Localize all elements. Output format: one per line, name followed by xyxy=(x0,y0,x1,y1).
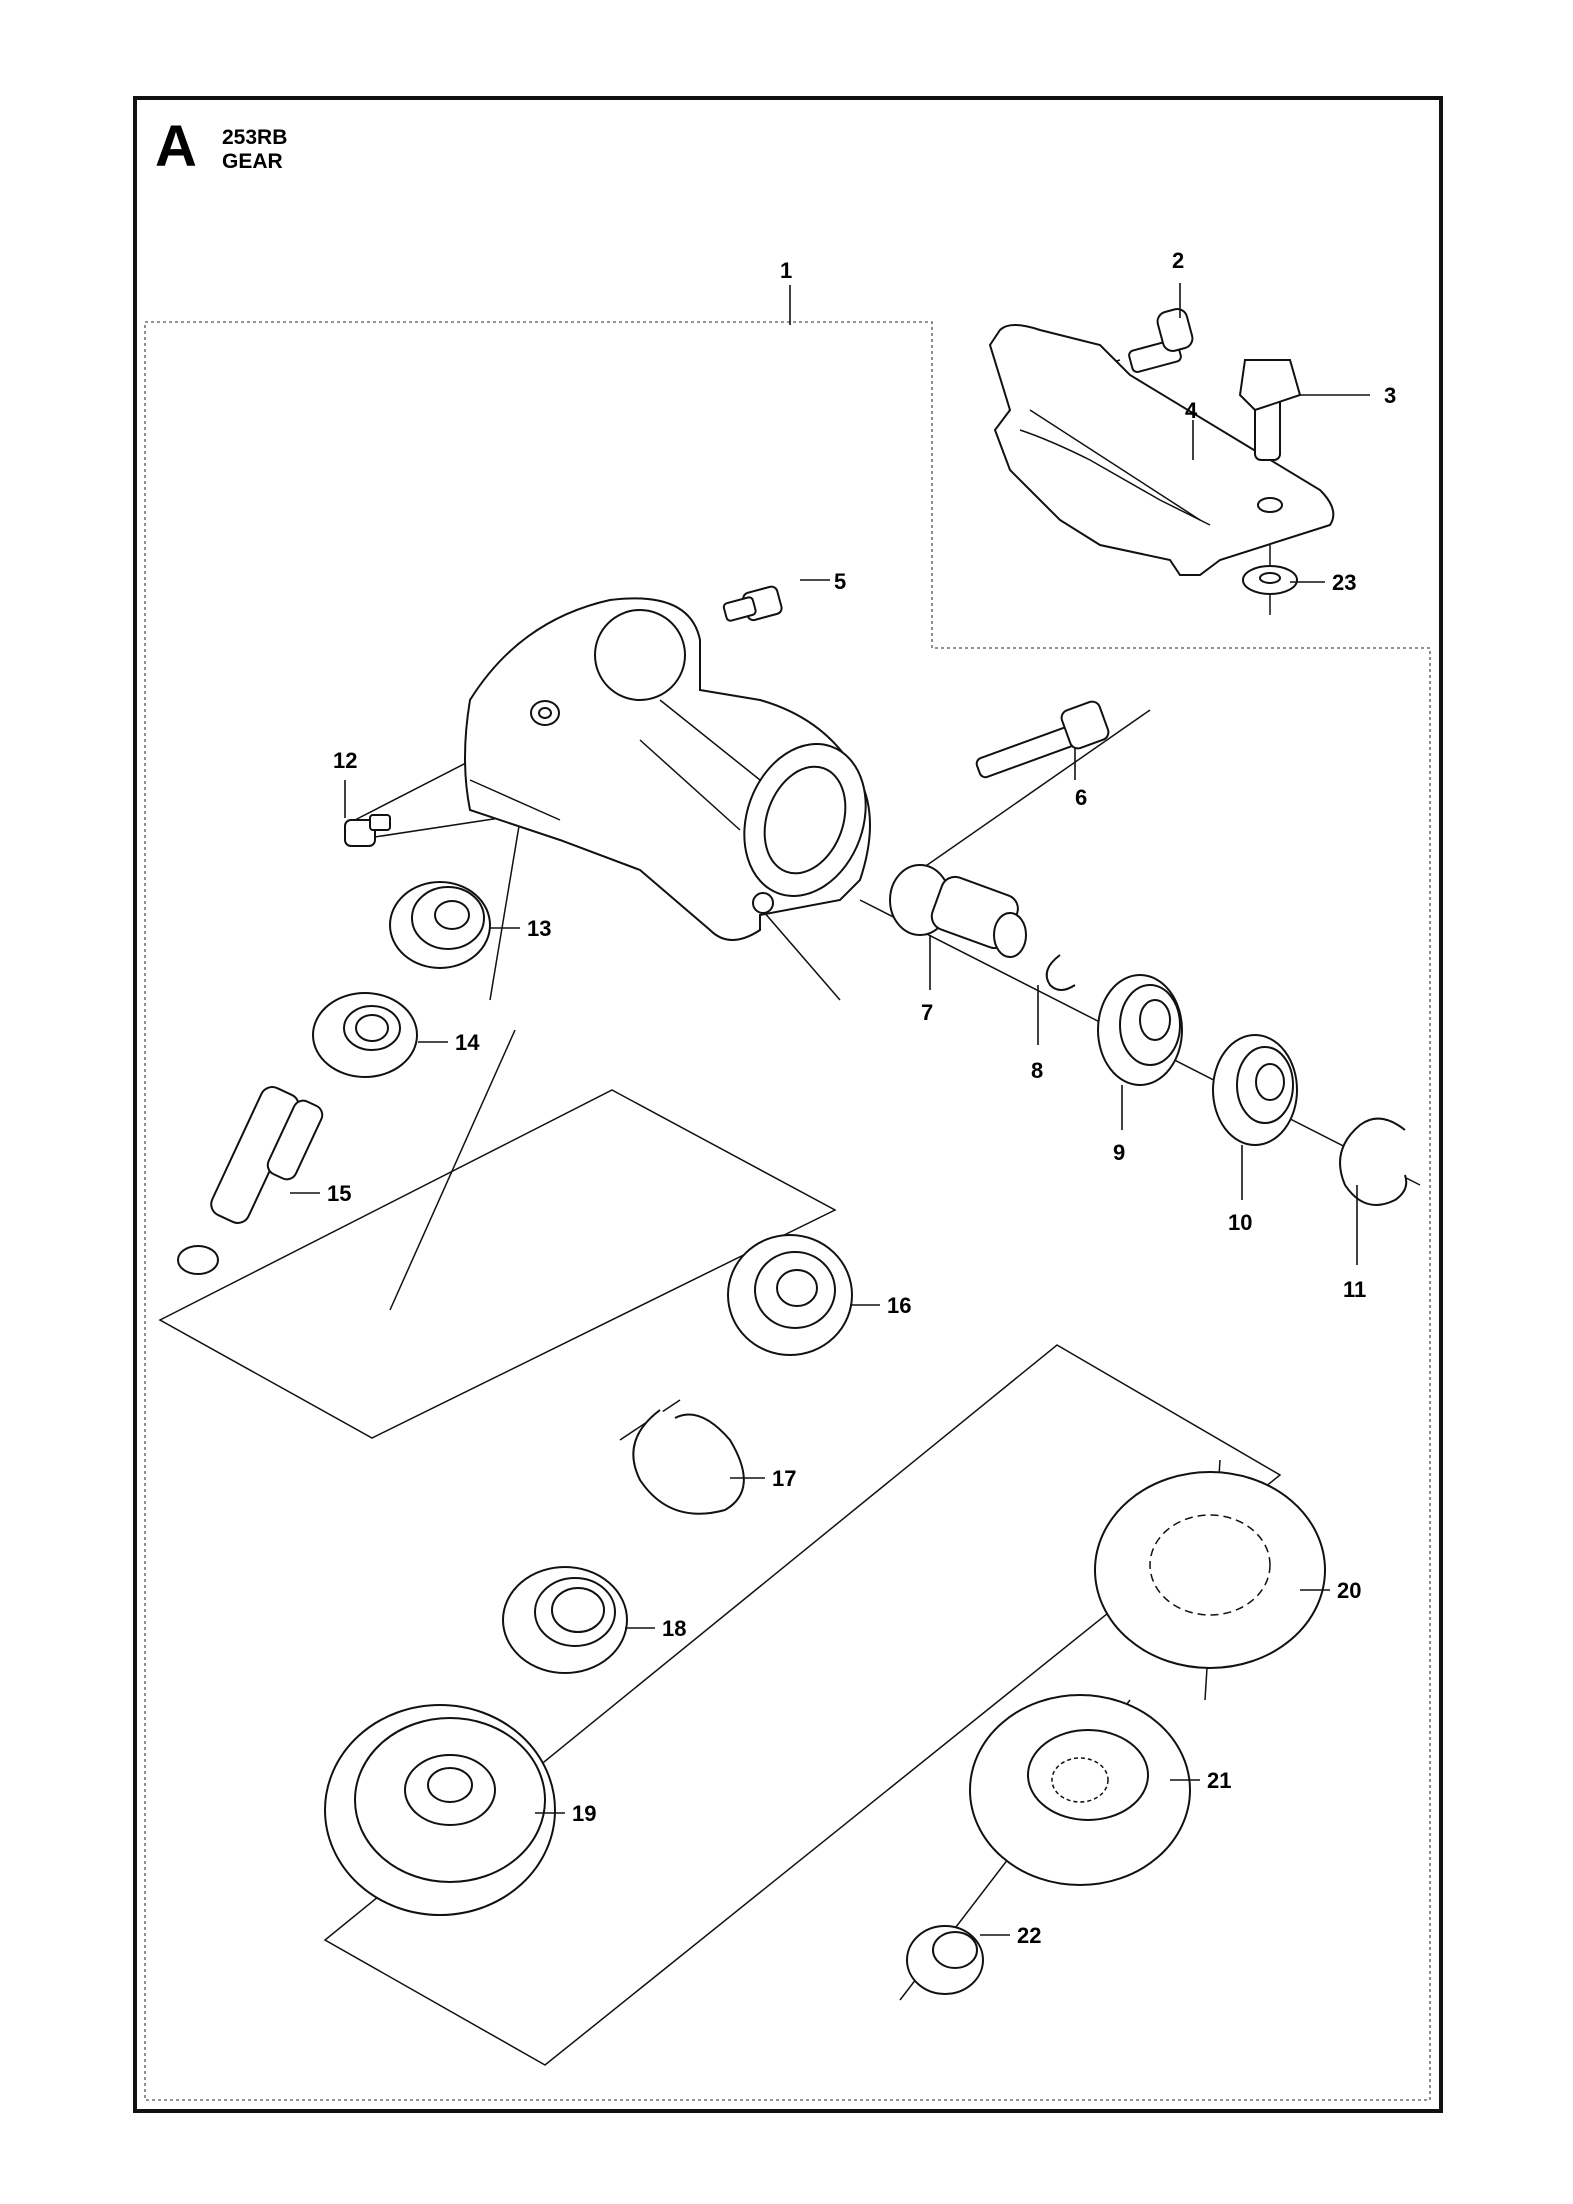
group-outline-lower xyxy=(323,1344,1282,2066)
part-12-screw xyxy=(344,814,391,847)
callout-3: 3 xyxy=(1384,383,1396,408)
callout-23: 23 xyxy=(1332,570,1356,595)
callout-15: 15 xyxy=(327,1181,351,1206)
model-title: 253RB GEAR xyxy=(222,126,287,174)
part-14-seal xyxy=(312,992,418,1078)
callout-10: 10 xyxy=(1228,1210,1252,1235)
callout-18: 18 xyxy=(662,1616,686,1641)
leader-lines xyxy=(290,283,1370,1936)
part-19-cup xyxy=(324,1704,556,1916)
callout-21: 21 xyxy=(1207,1768,1231,1793)
part-22-nut xyxy=(906,1925,984,1995)
callout-22: 22 xyxy=(1017,1923,1041,1948)
part-16-bearing xyxy=(727,1234,853,1356)
part-20-disc xyxy=(1094,1471,1326,1669)
callout-6: 6 xyxy=(1075,785,1087,810)
callout-11: 11 xyxy=(1343,1277,1366,1302)
section-letter: A xyxy=(155,114,197,179)
callout-17: 17 xyxy=(772,1466,796,1491)
part-6-long-bolt xyxy=(975,700,1110,779)
callout-7: 7 xyxy=(921,1000,933,1025)
callout-2: 2 xyxy=(1172,248,1184,273)
callout-12: 12 xyxy=(333,748,357,773)
part-5-screw xyxy=(722,585,783,622)
part-13-bearing xyxy=(389,881,491,969)
part-2-bolt xyxy=(1128,308,1194,373)
page-frame xyxy=(133,96,1443,2113)
model-number: 253RB xyxy=(222,126,288,149)
gear-housing xyxy=(464,597,871,941)
part-9-bearing xyxy=(1097,974,1183,1086)
callout-13: 13 xyxy=(527,916,551,941)
part-15-shaft xyxy=(177,1086,324,1275)
callout-labels: 1 2 3 4 5 6 7 8 9 10 11 12 13 14 15 16 1… xyxy=(327,248,1396,1948)
part-18-seal xyxy=(502,1566,628,1674)
part-21-disc xyxy=(969,1694,1191,1886)
group-name: GEAR xyxy=(222,150,283,174)
callout-9: 9 xyxy=(1113,1140,1125,1165)
callout-4: 4 xyxy=(1185,398,1198,423)
part-7-bushing xyxy=(889,864,1027,958)
assembly-boundary xyxy=(144,321,1431,2101)
part-8-circlip xyxy=(1045,954,1076,991)
callout-5: 5 xyxy=(834,569,846,594)
callout-16: 16 xyxy=(887,1293,911,1318)
part-4-guard xyxy=(988,324,1335,576)
callout-14: 14 xyxy=(455,1030,480,1055)
part-11-circlip xyxy=(1339,1117,1408,1206)
callout-8: 8 xyxy=(1031,1058,1043,1083)
part-17-circlip xyxy=(632,1409,745,1515)
part-3-pin xyxy=(1238,359,1302,461)
callout-20: 20 xyxy=(1337,1578,1361,1603)
part-23-washer xyxy=(1242,565,1298,595)
group-outline-upper xyxy=(158,1089,837,1439)
part-10-bearing xyxy=(1212,1034,1298,1146)
callout-1: 1 xyxy=(780,258,792,283)
callout-19: 19 xyxy=(572,1801,596,1826)
